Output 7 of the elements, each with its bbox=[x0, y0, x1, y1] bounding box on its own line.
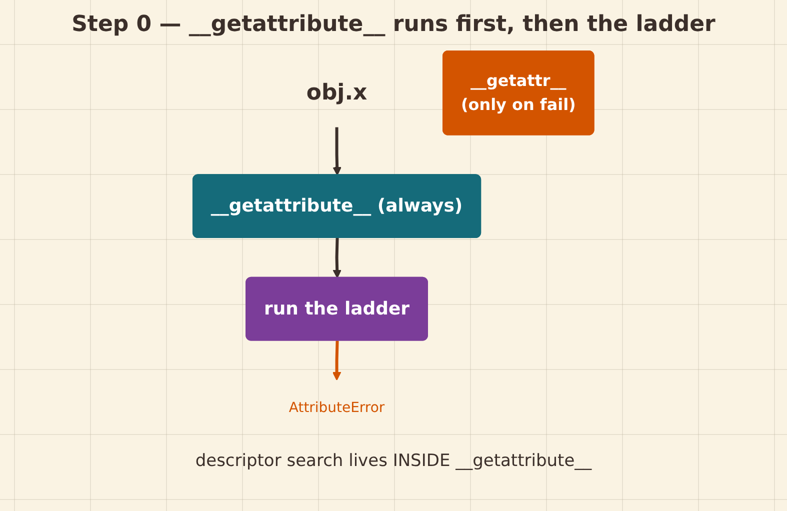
node-text: AttributeError bbox=[289, 400, 385, 416]
diagram-caption: descriptor search lives INSIDE __getattribute__ bbox=[195, 451, 592, 471]
node-text: obj.x bbox=[306, 80, 368, 106]
arrow bbox=[332, 238, 342, 278]
arrow bbox=[332, 340, 342, 381]
diagram-title: Step 0 — __getattribute__ runs first, then the ladder bbox=[72, 12, 716, 37]
arrow bbox=[332, 127, 342, 176]
